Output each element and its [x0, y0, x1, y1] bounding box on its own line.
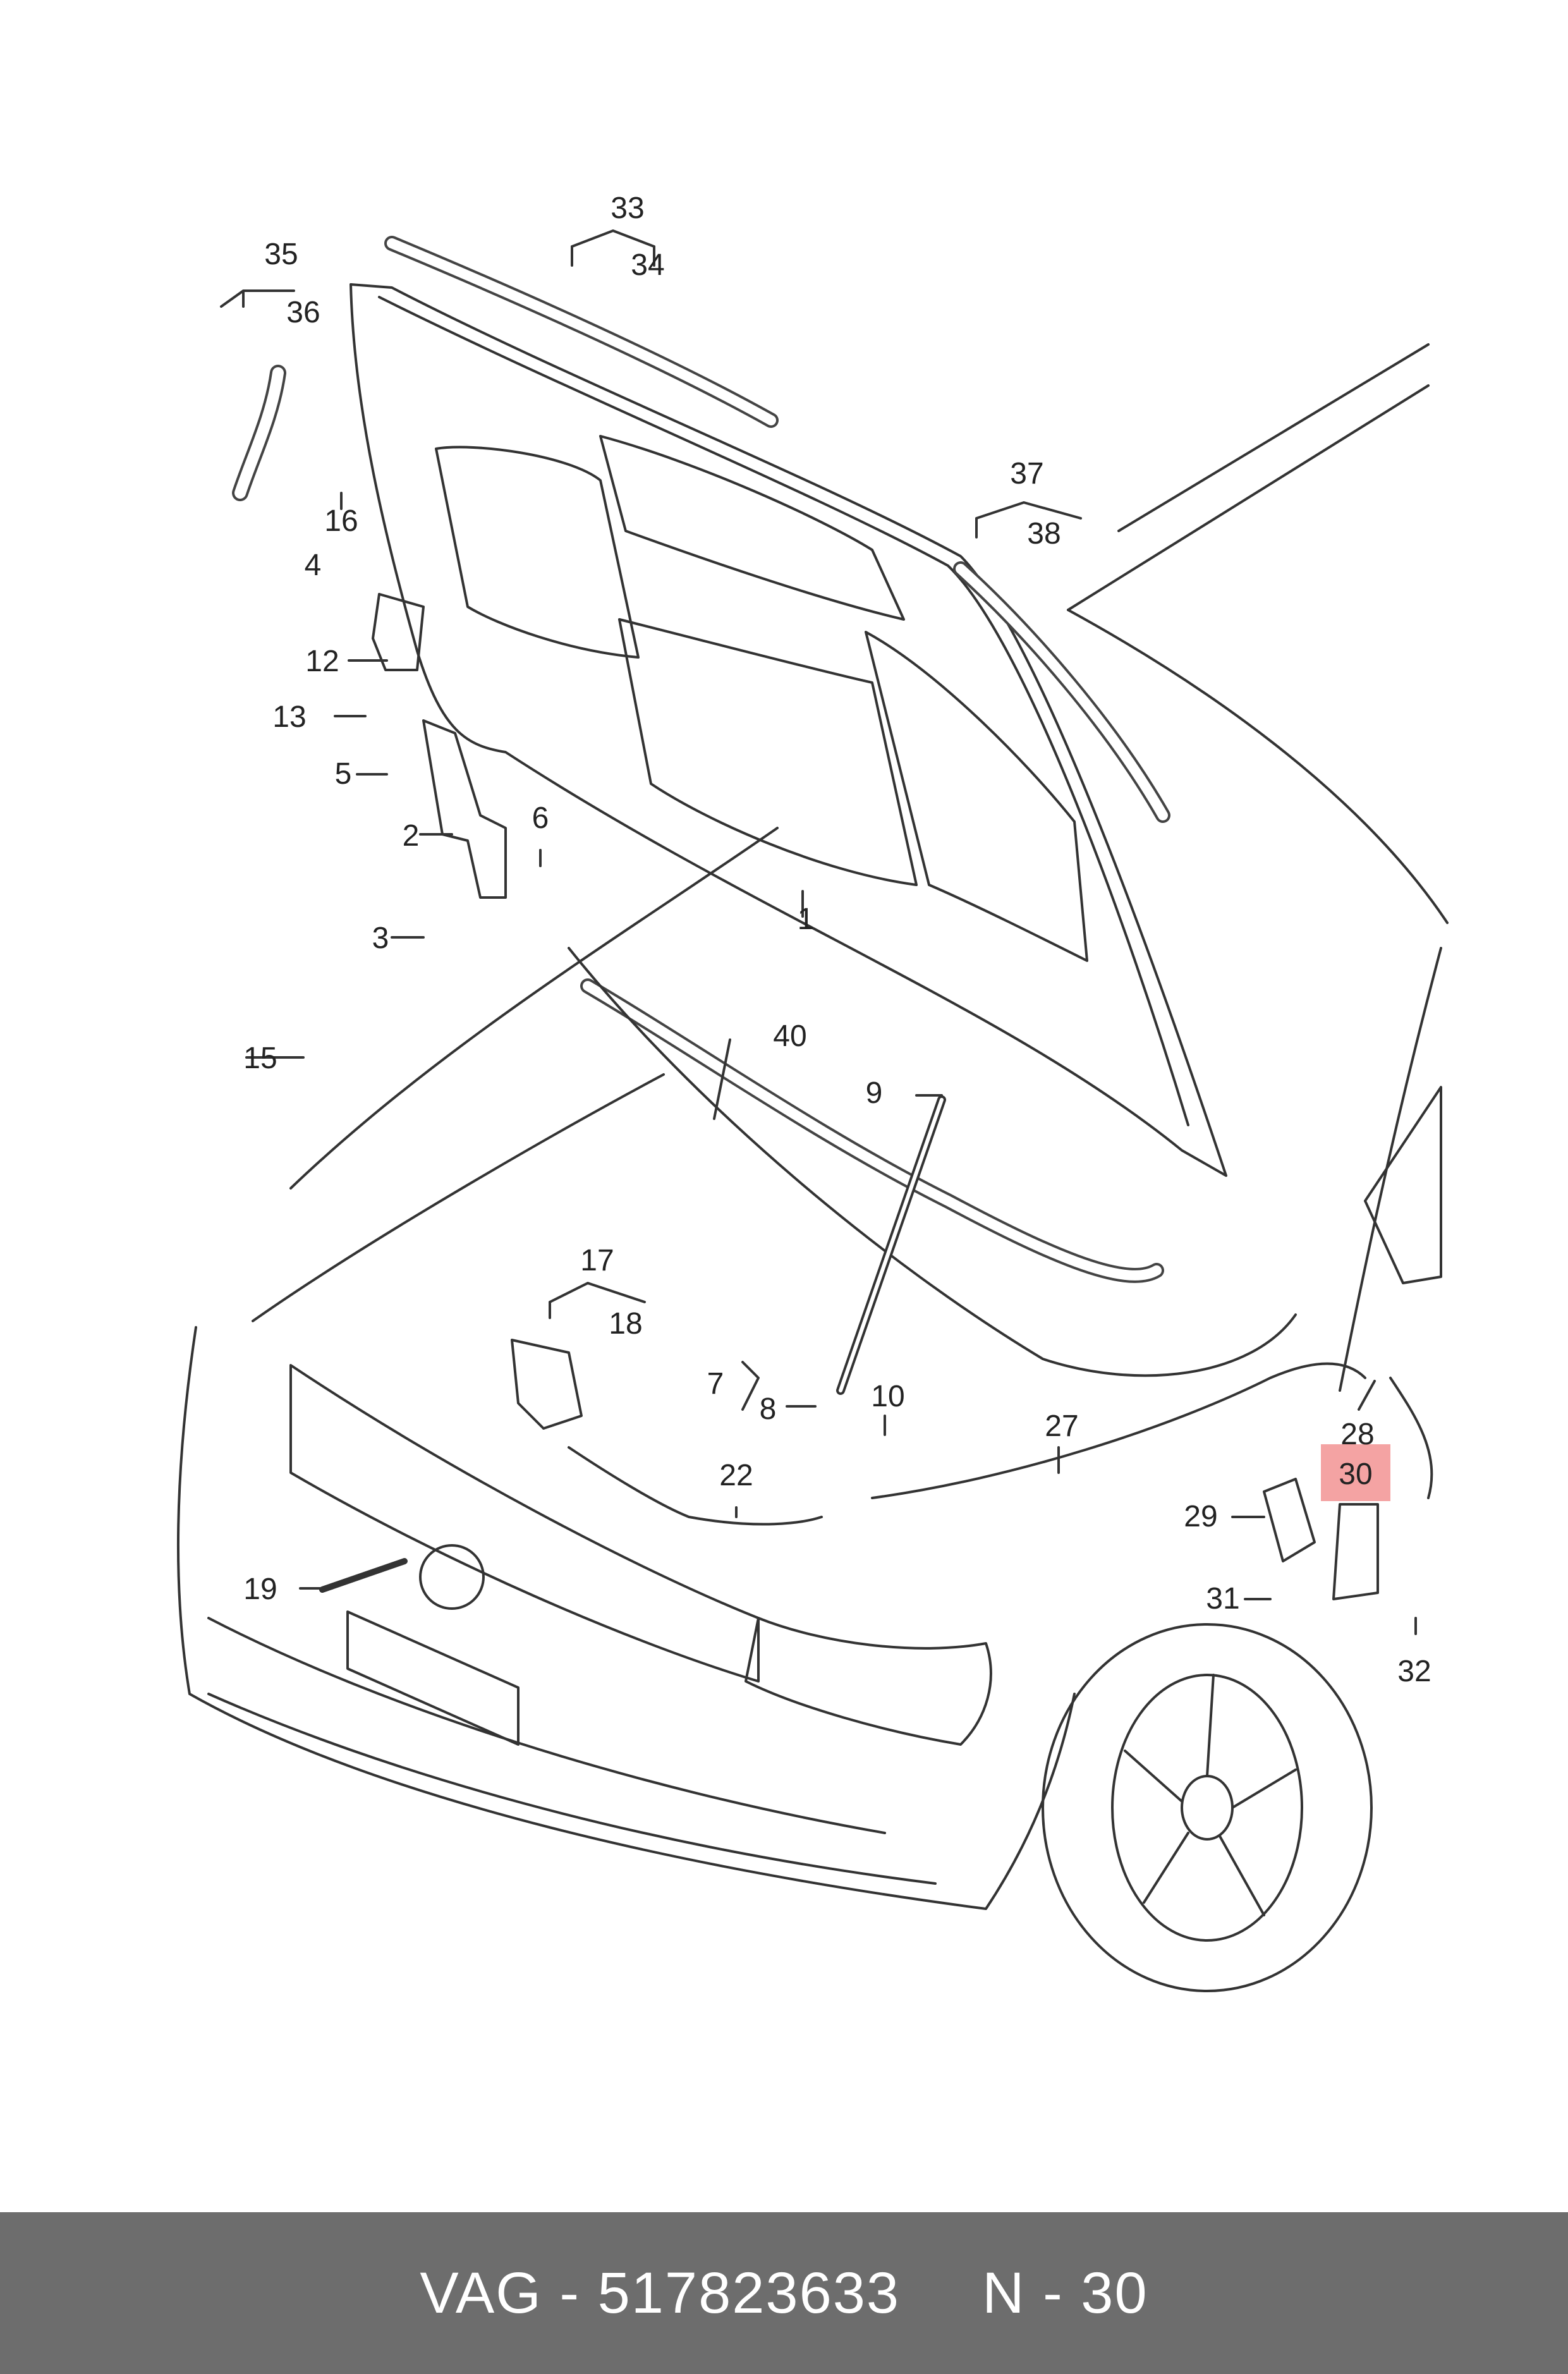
seal-35-inner [234, 367, 284, 499]
cable-28 [1389, 1377, 1433, 1499]
release-handle-29 [1263, 1478, 1316, 1562]
callout-22: 22 [719, 1459, 753, 1492]
callout-5: 5 [335, 757, 352, 791]
callout-7: 7 [707, 1367, 724, 1401]
bumper-line [207, 1693, 937, 1885]
callout-bracket-17 [549, 1282, 646, 1319]
cowl-edge [1067, 609, 1449, 924]
horn [419, 1544, 485, 1610]
callout-30: 30 [1339, 1458, 1372, 1491]
callout-38: 38 [1027, 517, 1061, 551]
position-label: N - 30 [982, 2260, 1148, 2325]
cable-22 [568, 1446, 823, 1526]
parts-diagram: 1 2 3 4 5 6 7 8 9 10 12 13 15 16 17 18 1… [176, 192, 1449, 1992]
license-plate-area [346, 1610, 520, 1746]
callout-40: 40 [773, 1020, 806, 1053]
mirror-outline [1364, 1086, 1442, 1284]
bumper-line [207, 1617, 886, 1834]
hood-frame-opening [599, 435, 905, 621]
seal-33-inner [387, 238, 776, 425]
callout-bracket-33 [571, 229, 655, 267]
hinge-2 [422, 719, 507, 899]
callout-4: 4 [305, 549, 322, 582]
callout-34: 34 [631, 248, 664, 282]
callout-1: 1 [798, 903, 815, 936]
highlight-box [1321, 1444, 1390, 1501]
windshield-edge [1117, 343, 1430, 532]
windshield-edge [1067, 384, 1430, 611]
wheel-arch [1042, 1623, 1373, 1992]
callout-35: 35 [264, 238, 298, 271]
seal-37-inner [956, 564, 1168, 820]
callout-31: 31 [1206, 1582, 1239, 1616]
engine-bay-edge [568, 947, 1297, 1377]
wheel-spokes [1124, 1674, 1297, 1916]
callout-12: 12 [305, 645, 339, 678]
callout-29: 29 [1184, 1500, 1217, 1533]
callout-15: 15 [243, 1042, 277, 1075]
callout-32: 32 [1397, 1655, 1431, 1688]
callout-8: 8 [760, 1392, 777, 1426]
callout-6: 6 [532, 801, 549, 835]
callout-bracket-37 [975, 501, 1082, 539]
hood-lock [511, 1339, 583, 1430]
callout-10: 10 [871, 1380, 904, 1413]
callout-bracket-35 [220, 289, 295, 308]
hood-inner-edge [378, 296, 1189, 1126]
seal-37 [953, 561, 1170, 823]
bracket-30 [1332, 1503, 1379, 1600]
hinge-12 [372, 593, 425, 671]
bolt-19 [319, 1558, 408, 1593]
seal-40-inner [583, 981, 1162, 1281]
callout-9: 9 [866, 1076, 883, 1110]
callout-28: 28 [1340, 1418, 1374, 1451]
callout-36: 36 [286, 296, 320, 329]
headlight [744, 1617, 992, 1746]
callout-18: 18 [609, 1307, 642, 1341]
callout-17: 17 [580, 1244, 614, 1277]
hood-frame-opening [618, 618, 918, 886]
callout-13: 13 [272, 700, 306, 734]
grille [289, 1364, 760, 1683]
callout-19: 19 [243, 1573, 277, 1606]
hood-panel [349, 283, 1227, 1177]
cable-27 [871, 1362, 1366, 1499]
engine-bay-edge [289, 827, 779, 1190]
hood-frame-opening [435, 446, 640, 659]
callout-27: 27 [1045, 1409, 1078, 1443]
a-pillar-edge [1339, 947, 1442, 1392]
bumper-outline [176, 1326, 1076, 1910]
part-number-label: VAG - 517823633 [420, 2260, 901, 2325]
callout-33: 33 [611, 192, 644, 225]
callout-2: 2 [403, 819, 420, 853]
engine-bay-edge [252, 1073, 665, 1322]
wheel-rim [1111, 1674, 1303, 1942]
seal-40 [580, 978, 1164, 1283]
footer-bar: VAG - 517823633 N - 30 [0, 2212, 1568, 2374]
callout-16: 16 [324, 504, 358, 538]
hood-frame-opening [865, 631, 1088, 962]
callout-3: 3 [372, 922, 389, 955]
callout-37: 37 [1010, 457, 1043, 490]
wheel-hub [1181, 1775, 1234, 1841]
callout-bracket-7 [741, 1361, 760, 1411]
hood-strut-inner [839, 1098, 944, 1392]
